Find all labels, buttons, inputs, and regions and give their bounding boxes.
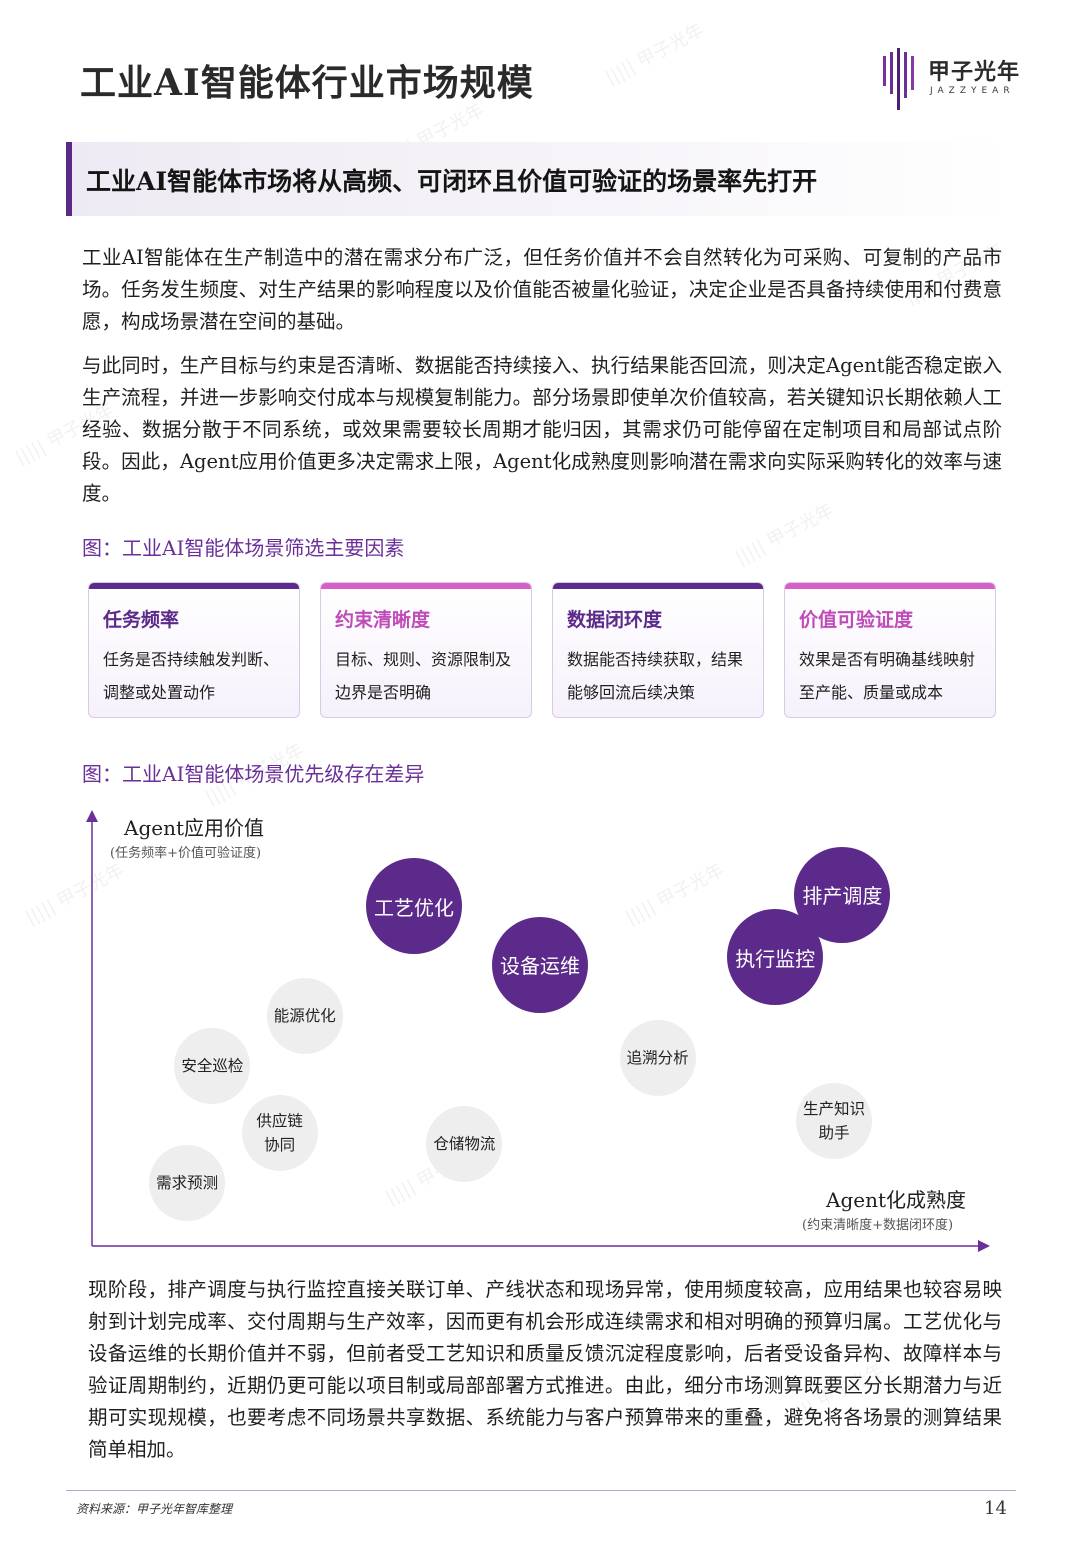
logo-text-en: JAZZYEAR — [930, 86, 1015, 96]
card-description: 数据能否持续获取，结果能够回流后续决策 — [567, 650, 744, 702]
card-title: 数据闭环度 — [567, 609, 663, 631]
card-title: 任务频率 — [103, 609, 180, 631]
page-title: 工业AI智能体行业市场规模 — [80, 62, 534, 104]
bubble-point: 仓储物流 — [426, 1106, 503, 1183]
card-title: 价值可验证度 — [799, 609, 914, 631]
footer-divider — [66, 1490, 1016, 1491]
paragraph-2: 与此同时，生产目标与约束是否清晰、数据能否持续接入、执行结果能否回流，则决定Ag… — [82, 354, 1002, 505]
factor-card-constraint: 约束清晰度 目标、规则、资源限制及边界是否明确 — [320, 582, 532, 718]
bubble-label: 供应链 协同 — [256, 1111, 303, 1154]
x-axis-sublabel: (约束清晰度+数据闭环度) — [802, 1218, 954, 1233]
y-axis-arrow-icon — [86, 810, 98, 822]
section-banner: 工业AI智能体市场将从高频、可闭环且价值可验证的场景率先打开 — [66, 142, 1010, 216]
bubble-label: 需求预测 — [156, 1174, 219, 1193]
bubble-label: 能源优化 — [273, 1006, 336, 1025]
bubble-point: 工艺优化 — [366, 858, 462, 955]
x-axis-label: Agent化成熟度 — [826, 1188, 966, 1212]
bubble-point: 能源优化 — [266, 977, 343, 1054]
figure-2-title: 图：工业AI智能体场景优先级存在差异 — [82, 762, 425, 786]
y-axis-sublabel: (任务频率+价值可验证度) — [110, 846, 262, 861]
card-title: 约束清晰度 — [335, 609, 431, 631]
page-number: 14 — [984, 1498, 1007, 1519]
bubble-point: 追溯分析 — [619, 1020, 696, 1097]
bubble-point: 供应链 协同 — [241, 1094, 318, 1171]
source-note: 资料来源：甲子光年智库整理 — [76, 1502, 233, 1516]
bubble-point: 执行监控 — [727, 909, 824, 1005]
bubble-point: 需求预测 — [149, 1145, 226, 1222]
bubble-point: 设备运维 — [492, 916, 588, 1013]
bubble-label: 执行监控 — [735, 946, 816, 971]
bubble-label: 生产知识 助手 — [802, 1099, 865, 1142]
x-axis-arrow-icon — [978, 1240, 990, 1252]
brand-logo: 甲子光年 JAZZYEAR — [882, 48, 1032, 112]
figure-1-title: 图：工业AI智能体场景筛选主要因素 — [82, 536, 405, 560]
bubble-point: 安全巡检 — [174, 1028, 251, 1105]
logo-text-cn: 甲子光年 — [928, 60, 1021, 85]
card-description: 目标、规则、资源限制及边界是否明确 — [335, 650, 512, 702]
bubble-point: 生产知识 助手 — [796, 1082, 872, 1159]
factor-card-frequency: 任务频率 任务是否持续触发判断、调整或处置动作 — [88, 582, 300, 718]
card-accent-bar — [321, 583, 531, 589]
bubble-label: 安全巡检 — [181, 1057, 244, 1076]
factor-card-data-loop: 数据闭环度 数据能否持续获取，结果能够回流后续决策 — [552, 582, 764, 718]
paragraph-3: 现阶段，排产调度与执行监控直接关联订单、产线状态和现场异常，使用频度较高，应用结… — [88, 1278, 1002, 1461]
bubble-label: 工艺优化 — [374, 895, 454, 920]
card-accent-bar — [553, 583, 763, 589]
y-axis-label: Agent应用价值 — [124, 816, 264, 840]
chart-axes — [86, 810, 990, 1252]
watermark: ||||| 甲子光年 — [602, 19, 708, 89]
card-accent-bar — [89, 583, 299, 589]
bubble-label: 排产调度 — [802, 884, 883, 909]
bubble-label: 仓储物流 — [433, 1135, 496, 1154]
bubble-label: 设备运维 — [500, 954, 580, 979]
bubble-label: 追溯分析 — [626, 1049, 689, 1068]
paragraph-1: 工业AI智能体在生产制造中的潜在需求分布广泛，但任务价值并不会自然转化为可采购、… — [82, 246, 1002, 333]
banner-heading: 工业AI智能体市场将从高频、可闭环且价值可验证的场景率先打开 — [86, 167, 818, 196]
factor-card-value-verify: 价值可验证度 效果是否有明确基线映射至产能、质量或成本 — [784, 582, 996, 718]
scenario-bubble-chart: Agent应用价值 (任务频率+价值可验证度) Agent化成熟度 (约束清晰度… — [80, 800, 1000, 1260]
logo-bars-icon — [883, 48, 914, 110]
banner-accent-bar — [66, 142, 72, 216]
card-description: 任务是否持续触发判断、调整或处置动作 — [103, 650, 280, 702]
card-accent-bar — [785, 583, 995, 589]
card-description: 效果是否有明确基线映射至产能、质量或成本 — [799, 650, 976, 702]
